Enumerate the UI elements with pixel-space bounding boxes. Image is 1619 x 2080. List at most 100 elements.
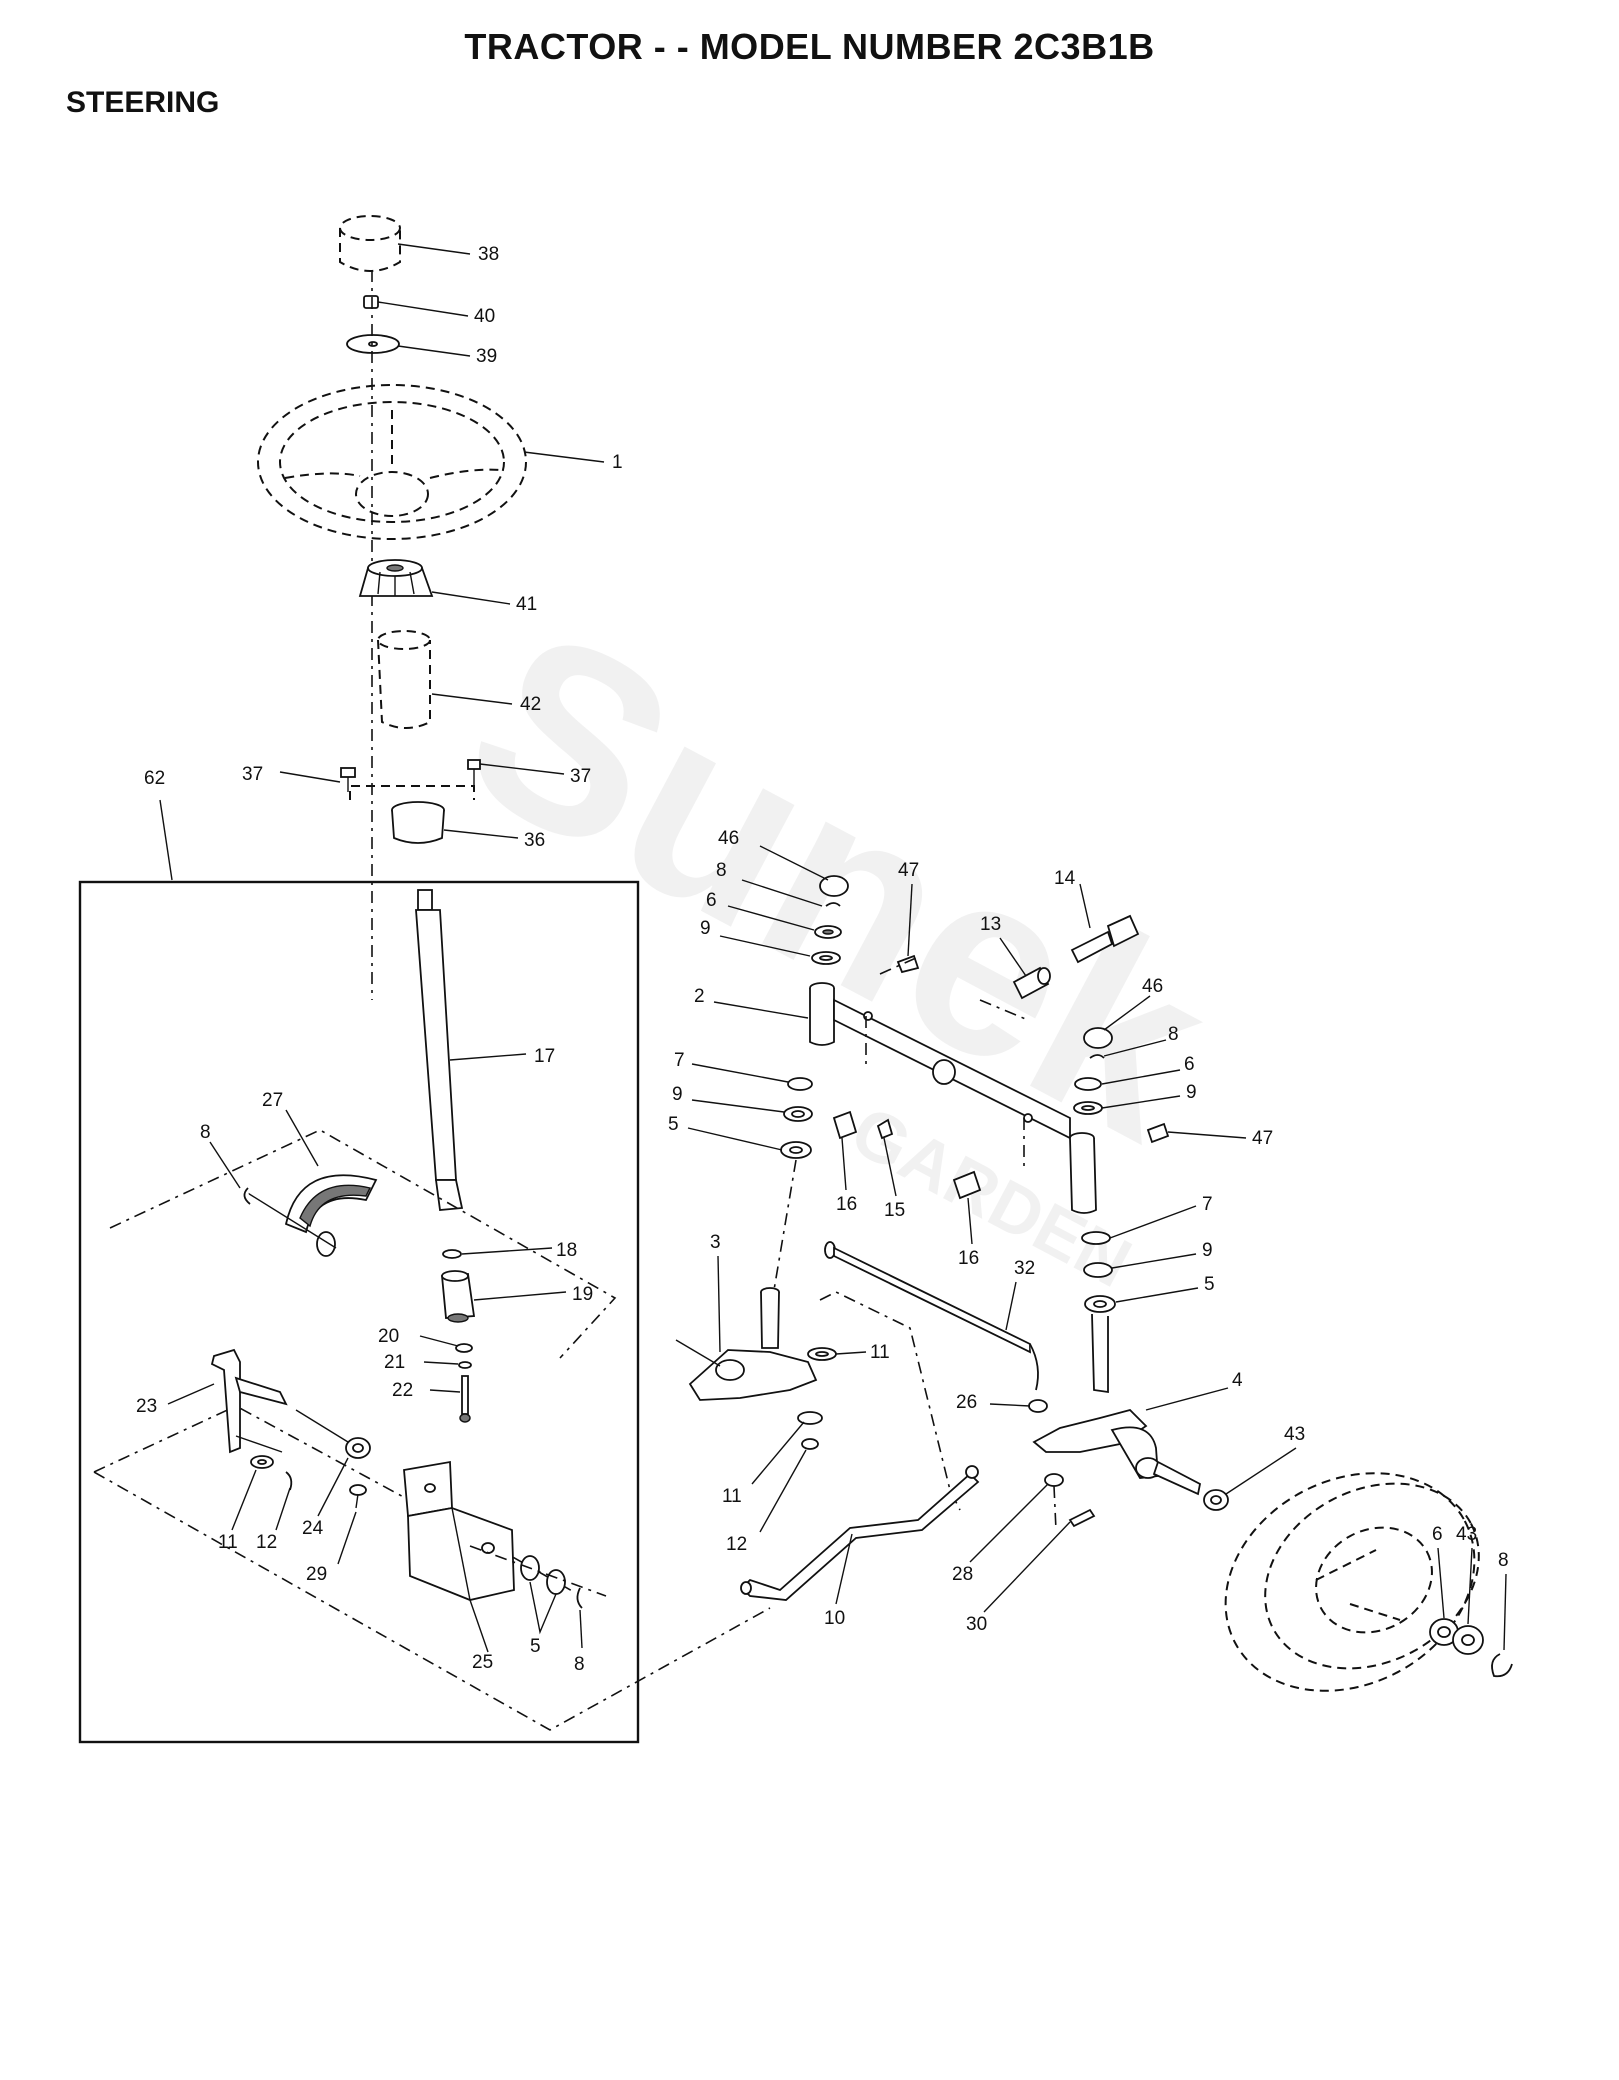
callout-16-right: 16 <box>958 1248 979 1269</box>
callout-7-left: 7 <box>674 1050 685 1071</box>
cap-right <box>1083 1027 1113 1049</box>
callout-8-right: 8 <box>1168 1024 1179 1045</box>
drag-link <box>740 1465 980 1601</box>
callout-47-left: 47 <box>898 860 919 881</box>
page-title: TRACTOR - - MODEL NUMBER 2C3B1B <box>464 26 1155 67</box>
callout-38: 38 <box>478 244 499 265</box>
bolt <box>461 1375 469 1415</box>
callout-32: 32 <box>1014 1258 1035 1279</box>
callout-1: 1 <box>612 452 623 473</box>
steering-cap <box>339 215 401 272</box>
callout-labels: 38 40 39 1 41 42 62 37 37 36 17 27 8 18 … <box>136 244 1509 1675</box>
bolt-washer <box>455 1343 473 1353</box>
axle-bushing-1 <box>832 1110 858 1140</box>
callout-8-bracket: 8 <box>574 1654 585 1675</box>
front-wheel <box>1224 1472 1480 1692</box>
callout-16-left: 16 <box>836 1194 857 1215</box>
callout-15: 15 <box>884 1200 905 1221</box>
callout-41: 41 <box>516 594 537 615</box>
callout-20: 20 <box>378 1326 399 1347</box>
callout-47-right: 47 <box>1252 1128 1273 1149</box>
callout-9-right: 9 <box>1186 1082 1197 1103</box>
callout-40: 40 <box>474 306 495 327</box>
callout-10: 10 <box>824 1608 845 1629</box>
steering-bracket <box>403 1460 515 1601</box>
steering-wheel <box>257 384 527 540</box>
wheel-nut <box>363 295 379 309</box>
section-title: STEERING <box>66 86 220 119</box>
callout-21: 21 <box>384 1352 405 1373</box>
cap-left <box>819 875 849 897</box>
pinion-gear <box>441 1270 476 1323</box>
callout-46-left: 46 <box>718 828 739 849</box>
callout-43-inner: 43 <box>1284 1424 1305 1445</box>
callout-5-left: 5 <box>668 1114 679 1135</box>
callout-27: 27 <box>262 1090 283 1111</box>
callout-2: 2 <box>694 986 705 1007</box>
callout-4: 4 <box>1232 1370 1243 1391</box>
callout-30: 30 <box>966 1614 987 1635</box>
callout-17: 17 <box>534 1046 555 1067</box>
axle-bushing-2 <box>952 1170 982 1200</box>
wheel-adapter <box>358 559 434 597</box>
wheel-clip <box>1491 1653 1513 1678</box>
column-collar <box>391 801 445 844</box>
steering-arm <box>210 1348 288 1454</box>
bracket-clip <box>576 1587 583 1609</box>
right-spindle <box>1032 1313 1202 1496</box>
callout-46-right: 46 <box>1142 976 1163 997</box>
bolt-lockwasher <box>458 1361 472 1369</box>
pivot-bolt <box>1070 914 1140 964</box>
bracket-washer-2 <box>546 1569 566 1595</box>
callout-5-right: 5 <box>1204 1274 1215 1295</box>
callout-9-left: 9 <box>700 918 711 939</box>
callout-7-right: 7 <box>1202 1194 1213 1215</box>
tie-rod <box>824 1241 1039 1391</box>
steering-shaft <box>415 889 464 1211</box>
callout-5-bracket: 5 <box>530 1636 541 1657</box>
front-axle-assembly <box>675 875 1513 1692</box>
callout-14: 14 <box>1054 868 1076 889</box>
callout-11-spindle: 11 <box>870 1342 890 1363</box>
steering-wheel-assembly <box>257 215 527 1000</box>
callout-39: 39 <box>476 346 497 367</box>
leader-lines <box>167 243 1507 1653</box>
callout-6-left: 6 <box>706 890 717 911</box>
callout-23: 23 <box>136 1396 157 1417</box>
callout-6-wheel: 6 <box>1432 1524 1443 1545</box>
callout-37-right: 37 <box>570 766 591 787</box>
tie-rod-washer <box>1028 1399 1048 1413</box>
callout-9-right-lower: 9 <box>1202 1240 1213 1261</box>
callout-42: 42 <box>520 694 541 715</box>
callout-3: 3 <box>710 1232 721 1253</box>
steering-bushing <box>377 630 431 729</box>
callout-8-left: 8 <box>716 860 727 881</box>
callout-11-lower: 11 <box>722 1486 742 1507</box>
callout-28: 28 <box>952 1564 973 1585</box>
callout-18: 18 <box>556 1240 577 1261</box>
screw-left <box>340 767 356 792</box>
steering-gear-kit <box>93 889 771 1731</box>
front-axle-beam <box>809 982 1097 1214</box>
callout-37-left: 37 <box>242 764 263 785</box>
shaft-washer <box>442 1249 462 1259</box>
left-spindle <box>675 1287 818 1401</box>
bracket-bolt <box>349 1484 367 1509</box>
callout-8-gear: 8 <box>200 1122 211 1143</box>
callout-25: 25 <box>472 1652 493 1673</box>
callout-6-right: 6 <box>1184 1054 1195 1075</box>
grease-fitting-center <box>876 1118 894 1140</box>
steering-gear-kit-box <box>78 880 640 1744</box>
callout-12-arm: 12 <box>256 1532 277 1553</box>
sector-gear <box>245 1174 378 1257</box>
callout-62: 62 <box>144 768 165 789</box>
arm-clip <box>285 1471 293 1491</box>
callout-43-wheel: 43 <box>1456 1524 1477 1545</box>
callout-13: 13 <box>980 914 1001 935</box>
callout-26: 26 <box>956 1392 977 1413</box>
callout-24: 24 <box>302 1518 324 1539</box>
callout-8-wheel: 8 <box>1498 1550 1509 1571</box>
callout-29: 29 <box>306 1564 327 1585</box>
retaining-clip <box>243 1187 251 1205</box>
